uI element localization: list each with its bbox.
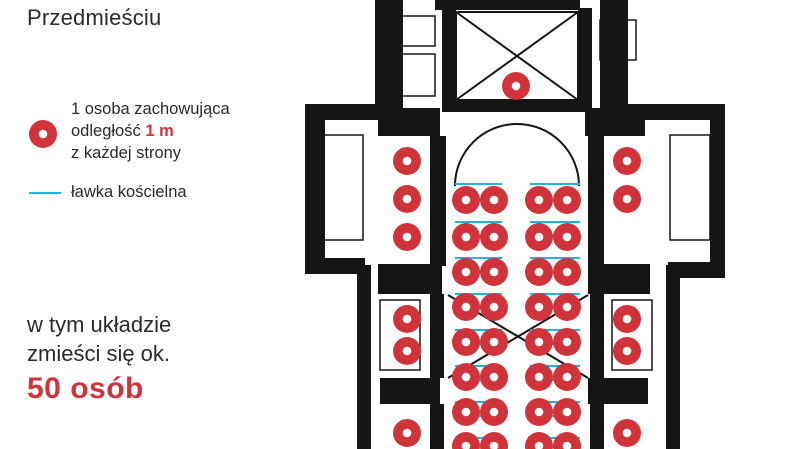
person-marker <box>525 258 553 286</box>
person-marker <box>525 186 553 214</box>
capacity-summary: w tym układzie zmieści się ok. 50 osób <box>27 310 171 406</box>
plan-side-rooms <box>322 15 711 371</box>
capacity-count: 50 osób <box>27 372 144 405</box>
person-marker <box>553 258 581 286</box>
person-marker <box>525 363 553 391</box>
person-marker <box>480 328 508 356</box>
person-marker <box>525 398 553 426</box>
legend-bench-label: ławka kościelna <box>71 183 187 201</box>
person-marker <box>480 398 508 426</box>
person-marker-icon <box>29 120 57 148</box>
person-marker <box>480 363 508 391</box>
person-marker <box>525 432 553 449</box>
person-marker <box>553 223 581 251</box>
person-marker <box>613 419 641 447</box>
title-fragment: Przedmieściu <box>27 5 162 30</box>
legend-bench: ławka kościelna <box>29 181 289 205</box>
legend-person: 1 osoba zachowująca odległość 1 m z każd… <box>29 98 289 168</box>
person-marker <box>452 223 480 251</box>
person-marker <box>480 293 508 321</box>
person-marker <box>553 432 581 449</box>
person-marker <box>452 363 480 391</box>
summary-line1: w tym układzie <box>27 312 172 337</box>
person-marker <box>393 147 421 175</box>
person-marker <box>502 72 530 100</box>
person-marker <box>553 293 581 321</box>
plan-walls <box>305 0 725 449</box>
person-marker <box>480 258 508 286</box>
person-marker <box>480 223 508 251</box>
legend-person-line1: 1 osoba zachowująca <box>71 100 230 118</box>
person-marker <box>393 305 421 333</box>
person-marker <box>452 398 480 426</box>
person-marker <box>525 223 553 251</box>
person-marker <box>525 293 553 321</box>
person-marker <box>613 337 641 365</box>
person-marker <box>452 432 480 449</box>
person-marker <box>553 186 581 214</box>
person-marker <box>613 185 641 213</box>
bench-line-icon <box>29 192 61 194</box>
person-marker <box>525 328 553 356</box>
legend-distance-highlight: 1 m <box>145 122 174 140</box>
legend-person-line2-prefix: odległość <box>71 122 146 140</box>
person-marker <box>452 293 480 321</box>
person-marker <box>393 337 421 365</box>
person-marker <box>452 328 480 356</box>
legend-person-line3: z każdej strony <box>71 144 182 162</box>
church-floor-plan <box>305 0 725 449</box>
person-marker <box>393 185 421 213</box>
person-marker <box>452 186 480 214</box>
person-marker <box>480 432 508 449</box>
person-marker <box>553 398 581 426</box>
person-markers <box>393 72 641 449</box>
person-marker <box>613 305 641 333</box>
person-marker <box>393 419 421 447</box>
person-marker <box>393 223 421 251</box>
person-marker <box>553 328 581 356</box>
person-marker <box>613 147 641 175</box>
summary-line2: zmieści się ok. <box>27 341 171 366</box>
legend-person-text: 1 osoba zachowująca odległość 1 m z każd… <box>71 98 230 164</box>
person-marker <box>553 363 581 391</box>
person-marker <box>480 186 508 214</box>
person-marker <box>452 258 480 286</box>
